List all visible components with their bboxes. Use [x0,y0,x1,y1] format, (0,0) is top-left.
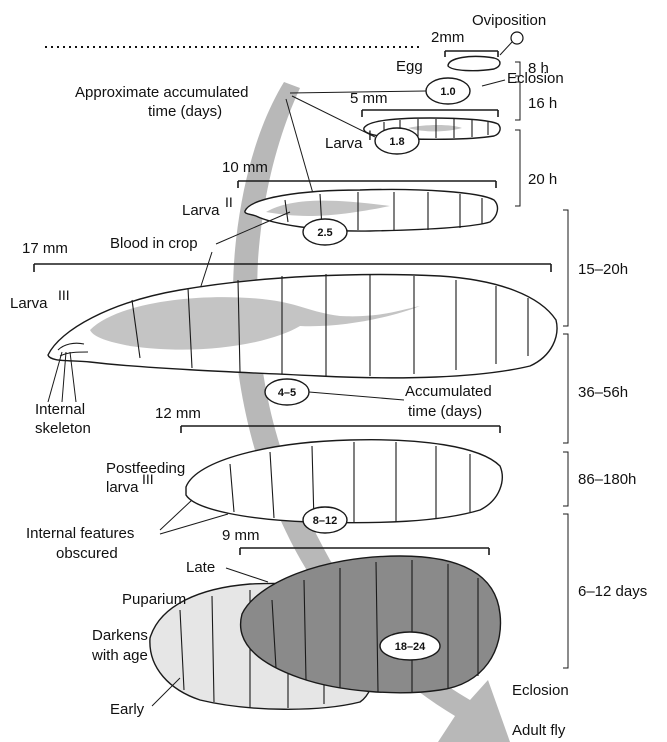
egg-shape [448,56,500,70]
duration-larva3-feeding: 15–20h [578,261,628,278]
approx-time-label-line2: time (days) [148,103,222,120]
bracket-larva1 [515,82,520,120]
postfeeding-scale-label: 12 mm [155,405,201,422]
larva3-day-value: 4–5 [278,387,296,399]
duration-larva3-late: 36–56h [578,384,628,401]
early-label: Early [110,701,145,718]
puparium-scale-label: 9 mm [222,527,260,544]
larva2-label-sup: II [225,194,233,210]
darkens-line1: Darkens [92,627,148,644]
egg-scale-label: 2mm [431,29,464,46]
duration-egg: 8 h [528,60,549,77]
darkens-line2: with age [91,647,148,664]
egg-label: Egg [396,58,423,75]
approx-time-label-line1: Approximate accumulated [75,84,248,101]
postfeeding-label-line2: larva [106,479,139,496]
eclosion-bottom-label: Eclosion [512,682,569,699]
early-pointer [152,678,180,706]
internal-skeleton-line2: skeleton [35,420,91,437]
egg-day-value: 1.0 [440,86,455,98]
blood-in-crop-label: Blood in crop [110,235,198,252]
puparium-day-value: 18–24 [395,641,426,653]
oviposition-connector [500,42,512,55]
larva2-day-value: 2.5 [317,227,332,239]
duration-larva2: 20 h [528,171,557,188]
larva1-day-value: 1.8 [389,136,404,148]
accum-time-line1: Accumulated [405,383,492,400]
oviposition-label: Oviposition [472,12,546,29]
larva3-label-sup: III [58,287,70,303]
puparium-label: Puparium [122,591,186,608]
larva3-label: Larva [10,295,48,312]
bracket-larva3-late [563,334,568,443]
duration-larva1: 16 h [528,95,557,112]
bracket-larva2 [515,130,520,206]
larva1-scale-label: 5 mm [350,90,388,107]
internal-obscured-line2: obscured [56,545,118,562]
eclosion-top-connector [482,80,505,86]
accum-time-line2: time (days) [408,403,482,420]
bracket-puparium [563,514,568,668]
late-pointer [226,568,268,582]
larva3-scale-label: 17 mm [22,240,68,257]
larva2-label: Larva [182,202,220,219]
postfeeding-label-sup: III [142,471,154,487]
bracket-larva3-feeding [563,210,568,326]
larva1-label-sup: I [368,127,372,143]
internal-skeleton-line1: Internal [35,401,85,418]
late-label: Late [186,559,215,576]
internal-obscured-line1: Internal features [26,525,134,542]
duration-puparium: 6–12 days [578,583,647,600]
bracket-postfeeding [563,452,568,506]
duration-postfeeding: 86–180h [578,471,636,488]
adult-fly-label: Adult fly [512,722,566,739]
accum-time-pointer [309,392,404,400]
larva2-scale-label: 10 mm [222,159,268,176]
oviposition-marker [511,32,523,44]
obscured-pointer-puparium [160,514,228,534]
postfeeding-day-value: 8–12 [313,515,337,527]
larva1-label: Larva [325,135,363,152]
